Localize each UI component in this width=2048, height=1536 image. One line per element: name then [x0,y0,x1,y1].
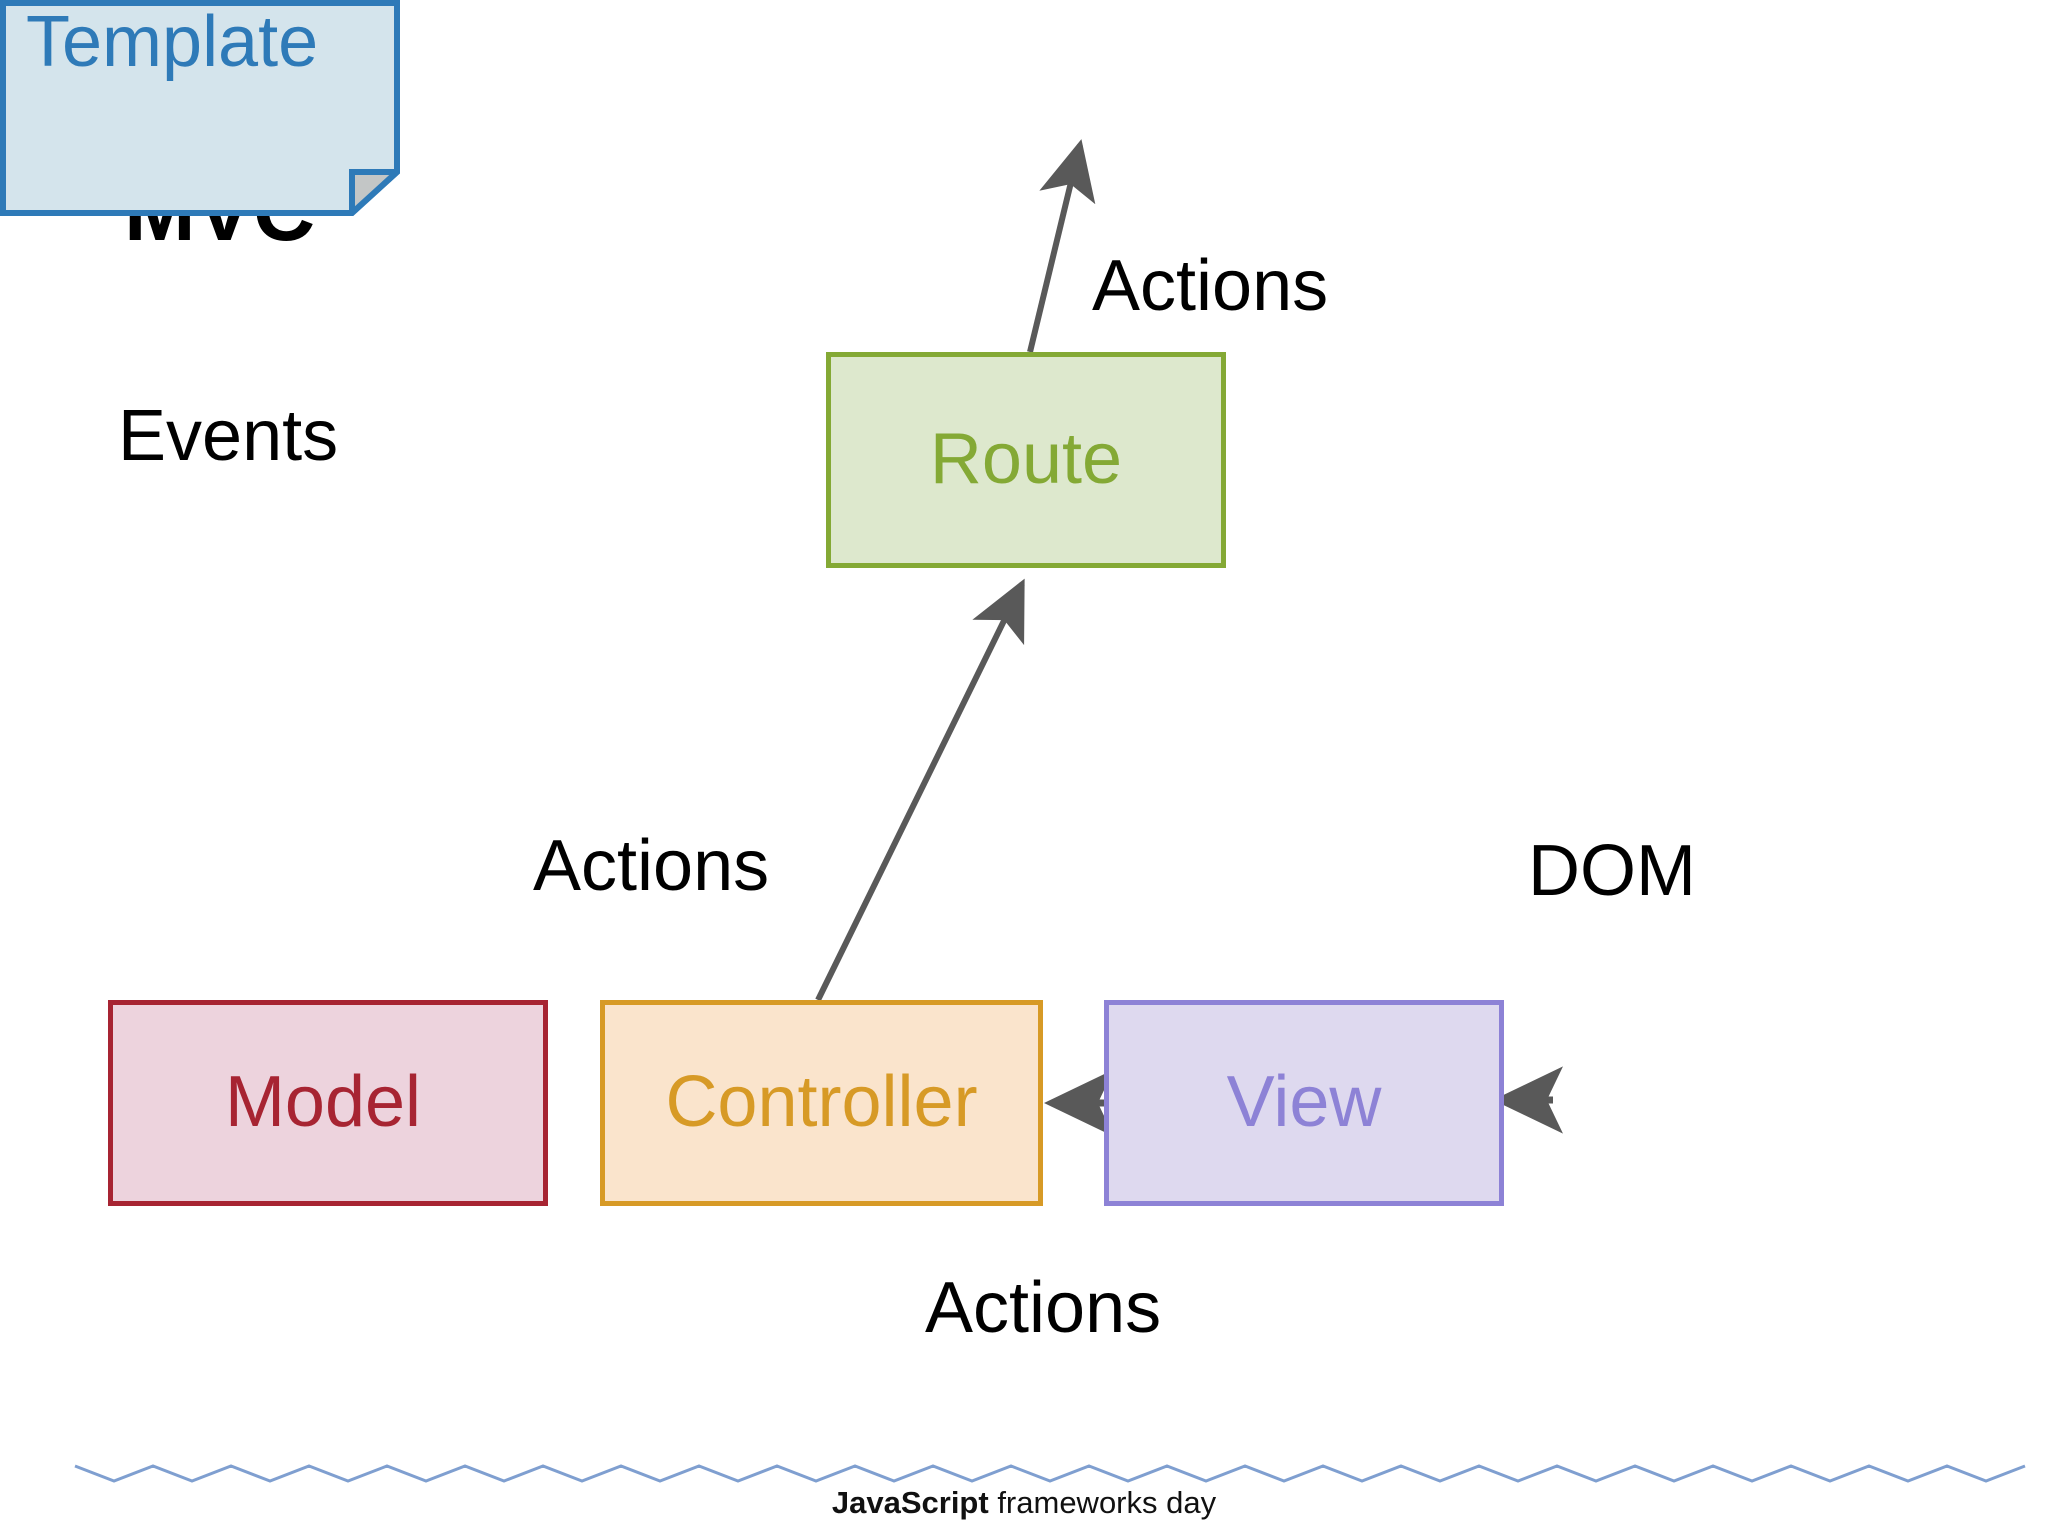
label-events: Events [118,396,339,476]
footer-zigzag-divider [74,1464,2026,1483]
node-view-label: View [1226,1062,1382,1143]
footer-brand: JavaScript frameworks day [0,1485,2048,1521]
node-route-label: Route [929,419,1123,500]
node-model-label: Model [224,1062,422,1143]
label-actions-bottom: Actions [925,1268,1162,1348]
footer-brand-bold: JavaScript [831,1485,989,1520]
label-actions-middle: Actions [533,826,770,906]
node-view[interactable]: View [1104,1000,1504,1206]
node-template-label: Template [26,2,319,82]
node-model[interactable]: Model [108,1000,548,1206]
footer-brand-rest: frameworks day [988,1485,1217,1520]
connector-controller-route [815,578,1025,1002]
label-dom: DOM [1528,831,1696,911]
node-route[interactable]: Route [826,352,1226,568]
document-shape-icon [0,0,400,216]
node-controller[interactable]: Controller [600,1000,1043,1206]
connector-route-out [1027,139,1096,353]
node-controller-label: Controller [665,1062,978,1143]
label-actions-top: Actions [1092,246,1329,326]
node-template[interactable]: Template [0,0,400,216]
